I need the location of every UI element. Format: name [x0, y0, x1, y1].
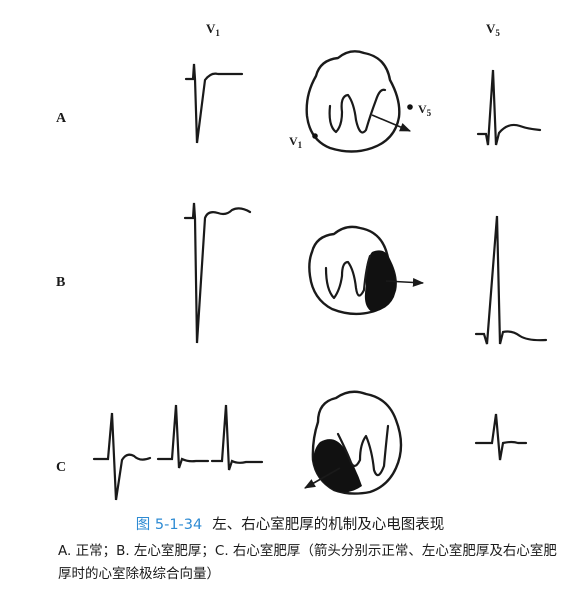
heart-diagram-normal	[305, 50, 413, 153]
lead-v5-letter: V	[486, 21, 496, 36]
figure-caption: 图 5-1-34 左、右心室肥厚的机制及心电图表现 A. 正常；B. 左心室肥厚；…	[0, 514, 580, 586]
lead-v5-subscript: 5	[495, 28, 500, 38]
ecg-hypertrophy-figure: V1 V5 A B C V1 V5	[56, 21, 548, 501]
electrode-v1-subscript: 1	[298, 140, 303, 150]
row-label-a: A	[56, 111, 67, 126]
electrode-v5-subscript: 5	[427, 108, 432, 118]
ecg-trace-c-v1-beat1	[92, 412, 152, 501]
electrode-v5-label: V5	[418, 102, 432, 118]
ecg-trace-c-v1-beat2	[156, 404, 210, 469]
caption-title-line: 图 5-1-34 左、右心室肥厚的机制及心电图表现	[0, 514, 580, 536]
ecg-trace-b-v1	[183, 202, 252, 344]
ecg-trace-c-v5	[474, 413, 528, 461]
lead-v1-header: V1	[206, 21, 220, 38]
heart-diagram-lvh	[308, 225, 425, 316]
figure-number: 图 5-1-34	[135, 517, 203, 533]
electrode-v1-label: V1	[289, 134, 303, 150]
caption-body: A. 正常；B. 左心室肥厚；C. 右心室肥厚（箭头分别示正常、左心室肥厚及右心…	[58, 543, 557, 582]
row-label-b: B	[56, 275, 65, 290]
electrode-v5-dot	[407, 104, 413, 110]
caption-title: 左、右心室肥厚的机制及心电图表现	[212, 517, 445, 533]
electrode-v1-dot	[312, 133, 318, 139]
ecg-trace-c-v1-beat3	[210, 404, 264, 471]
electrode-v5-letter: V	[418, 102, 427, 116]
lead-v5-header: V5	[486, 21, 500, 38]
heart-diagram-rvh	[304, 390, 403, 495]
ecg-trace-a-v5	[476, 69, 542, 146]
row-label-c: C	[56, 460, 66, 475]
ecg-trace-b-v5	[474, 215, 548, 345]
lead-v1-letter: V	[206, 21, 216, 36]
ecg-trace-a-v1	[184, 63, 244, 144]
lead-v1-subscript: 1	[215, 28, 220, 38]
electrode-v1-letter: V	[289, 134, 298, 148]
